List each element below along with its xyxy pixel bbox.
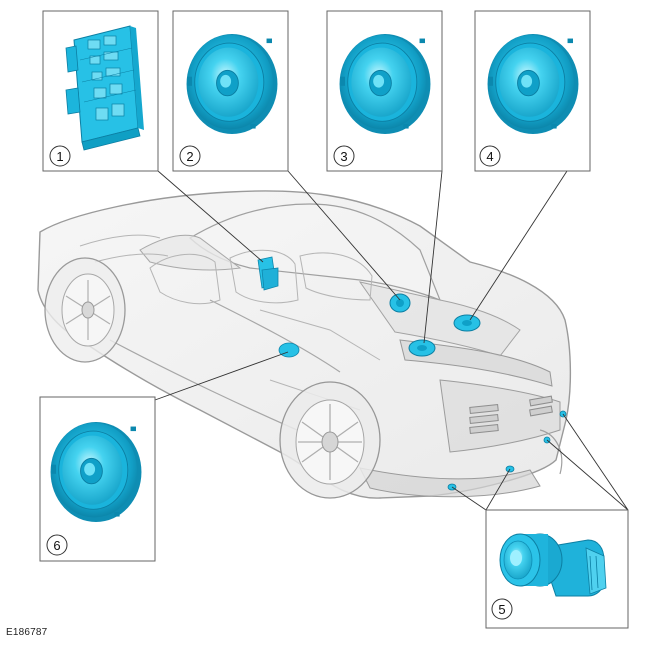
vehicle-components: [257, 256, 567, 491]
speaker-4-on-vehicle: [453, 314, 481, 332]
callout-number-3: 3: [340, 149, 347, 164]
speaker-illustration-2: [186, 33, 278, 135]
callout-panel-4: 4: [474, 10, 591, 172]
callout-panel-3: 3: [326, 10, 443, 172]
vehicle-illustration: [37, 190, 572, 499]
speaker-illustration-3: [339, 33, 431, 135]
callout-number-5: 5: [498, 602, 505, 617]
parking-sensor-illustration: [499, 533, 607, 597]
speaker-illustration-6: [50, 421, 142, 523]
callout-panel-5: 5: [485, 509, 629, 629]
front-wheel: [44, 257, 126, 363]
callout-number-6: 6: [53, 538, 60, 553]
callout-number-4: 4: [486, 149, 493, 164]
callout-panel-6: 6: [39, 396, 156, 562]
callout-number-2: 2: [186, 149, 193, 164]
leader-lines: [154, 170, 629, 511]
speaker-2-on-vehicle: [389, 293, 411, 313]
module-on-vehicle: [257, 256, 279, 291]
module-illustration: [65, 25, 144, 151]
speaker-3-on-vehicle: [408, 339, 436, 357]
speaker-illustration-4: [487, 33, 579, 135]
callout-panel-2: 2: [172, 10, 289, 172]
callout-number-1: 1: [56, 149, 63, 164]
callout-panel-1: 1: [42, 10, 159, 172]
figure-id: E186787: [6, 627, 48, 638]
door-speaker-on-vehicle: [278, 342, 300, 358]
rear-wheel: [279, 381, 381, 499]
